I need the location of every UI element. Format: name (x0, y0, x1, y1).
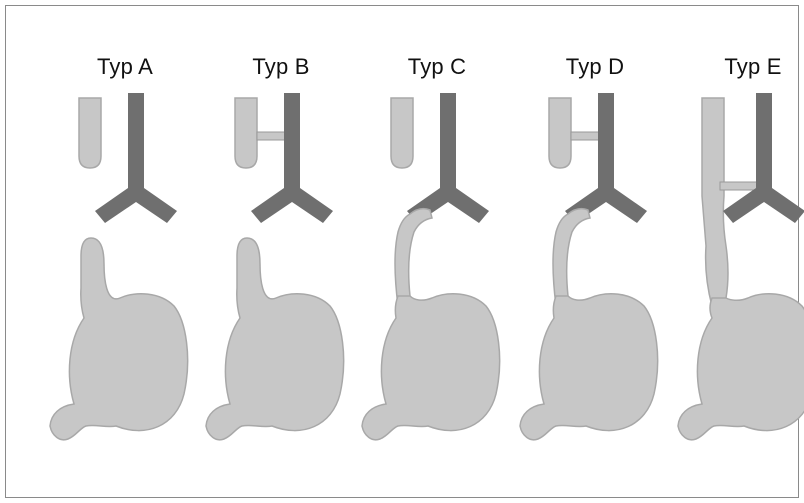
trachea (95, 93, 177, 223)
panel-type-a: Typ A (46, 6, 204, 496)
stomach (520, 294, 658, 440)
stomach (362, 294, 500, 440)
upper-esophagus-pouch (391, 98, 413, 168)
esophagus (702, 98, 728, 306)
stomach (678, 294, 804, 440)
proximal-fistula (571, 132, 600, 140)
panel-type-c: Typ C (358, 6, 516, 496)
type-a-illustration (46, 6, 204, 496)
upper-esophagus-pouch (235, 98, 257, 168)
upper-esophagus-pouch (79, 98, 101, 168)
type-c-illustration (358, 6, 516, 496)
trachea (407, 93, 489, 223)
panel-type-d: Typ D (516, 6, 674, 496)
type-b-illustration (202, 6, 360, 496)
type-e-illustration (674, 6, 804, 496)
fistula (257, 132, 286, 140)
type-d-illustration (516, 6, 674, 496)
trachea (251, 93, 333, 223)
lower-esophagus-fistula (395, 209, 432, 306)
stomach (50, 238, 188, 440)
trachea (723, 93, 804, 223)
h-type-fistula (720, 182, 758, 190)
stomach (206, 238, 344, 440)
diagram-frame: Typ A Typ B Typ C Typ D (5, 5, 799, 498)
upper-esophagus-pouch (549, 98, 571, 168)
trachea (565, 93, 647, 223)
panel-type-b: Typ B (202, 6, 360, 496)
lower-esophagus-fistula (553, 209, 590, 306)
panel-type-e: Typ E (674, 6, 804, 496)
